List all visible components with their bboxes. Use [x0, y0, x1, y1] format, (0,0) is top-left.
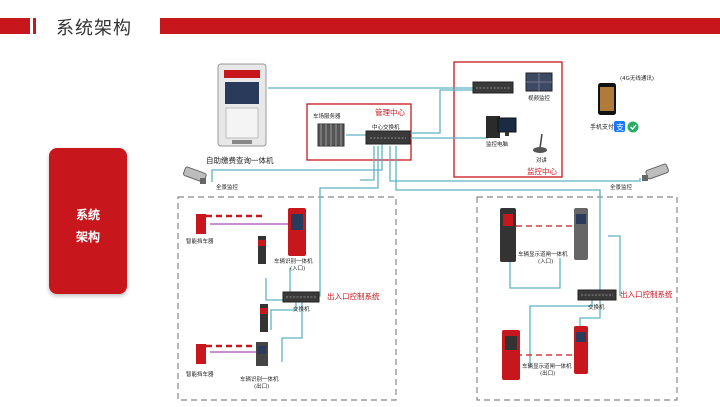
lpr-entry-sub-label: (入口) [290, 265, 305, 272]
header-banner-bar [160, 18, 720, 34]
lpr-entry-label: 车辆识别一体机 [274, 257, 313, 265]
kiosk-label: 自助缴费查询一体机 [206, 155, 274, 165]
entry-exit-zone-right [476, 196, 678, 401]
lpr-camera-terminal-icon [574, 326, 588, 374]
panorama-right-label: 全景监控 [610, 183, 633, 191]
network-switch-icon [472, 81, 514, 94]
video-monitor-label: 视频监控 [528, 94, 551, 102]
management-center-box [306, 103, 412, 161]
lpr-camera-terminal-icon [256, 342, 268, 366]
lpr-exit-label: 车辆识别一体机 [240, 375, 279, 383]
cctv-camera-icon [642, 163, 669, 181]
gate-arm-lines [516, 225, 580, 356]
lpr-camera-terminal-icon [258, 236, 266, 264]
lpr-camera-terminal-icon [574, 208, 588, 260]
gate-entry-label: 车辆显示道闸一体机 [518, 250, 568, 258]
self-service-kiosk-icon [217, 63, 267, 147]
switch-left-label: 交换机 [293, 305, 310, 313]
monitoring-center-box [453, 61, 563, 178]
switch-right-label: 交换机 [588, 303, 605, 311]
access-control-left-label: 出入口控制系统 [327, 291, 380, 301]
gate-exit-sub-label: (出口) [540, 369, 555, 377]
svg-text:支: 支 [616, 122, 624, 132]
desktop-computer-icon [486, 116, 517, 138]
display-barrier-terminal-icon [500, 208, 516, 262]
monitor-screen-icon [525, 72, 553, 92]
monitor-pc-label: 监控电脑 [486, 140, 509, 148]
mobile-pay-label: 手机支付 [590, 123, 614, 131]
barrier-top-label: 智能挡车器 [186, 237, 214, 245]
intercom-label: 对讲 [536, 156, 548, 164]
panorama-left-label: 全景监控 [216, 183, 239, 191]
monitoring-center-label: 监控中心 [527, 166, 557, 176]
lpr-camera-terminal-icon [260, 304, 268, 332]
header-separator [33, 18, 36, 34]
lpr-camera-terminal-icon [288, 208, 306, 256]
header-accent-bar [0, 18, 30, 34]
gate-exit-label: 车辆显示道闸一体机 [522, 362, 572, 370]
barrier-gate-icon [196, 344, 262, 364]
network-4g-label: (4G无线通讯) [620, 74, 654, 82]
cctv-camera-icon [183, 166, 207, 184]
management-center-label: 管理中心 [375, 107, 405, 117]
server-label: 车场服务器 [313, 112, 341, 120]
access-control-right-label: 出入口控制系统 [620, 289, 673, 299]
intercom-microphone-icon [533, 133, 547, 153]
alipay-icon: 支 [614, 121, 625, 132]
section-card-line1: 系统 [75, 208, 100, 222]
server-rack-icon [317, 123, 345, 147]
entry-exit-zone-left [177, 196, 397, 401]
network-switch-icon [282, 291, 320, 303]
gate-entry-sub-label: (入口) [538, 258, 553, 265]
barrier-bottom-label: 智能挡车器 [186, 370, 214, 378]
section-card: 系统 架构 [49, 148, 127, 294]
network-links [211, 87, 641, 368]
core-switch-label: 中心交换机 [372, 123, 400, 131]
barrier-gate-icon [196, 214, 262, 234]
smartphone-icon [598, 83, 616, 115]
network-switch-icon [577, 289, 617, 301]
page-title: 系统架构 [56, 18, 132, 39]
network-switch-icon [365, 130, 411, 145]
wechat-pay-icon [627, 121, 639, 133]
barrier-control-wires [210, 223, 288, 353]
display-barrier-terminal-icon [502, 330, 520, 380]
lpr-exit-sub-label: (出口) [254, 382, 269, 390]
section-card-line2: 架构 [75, 230, 100, 244]
